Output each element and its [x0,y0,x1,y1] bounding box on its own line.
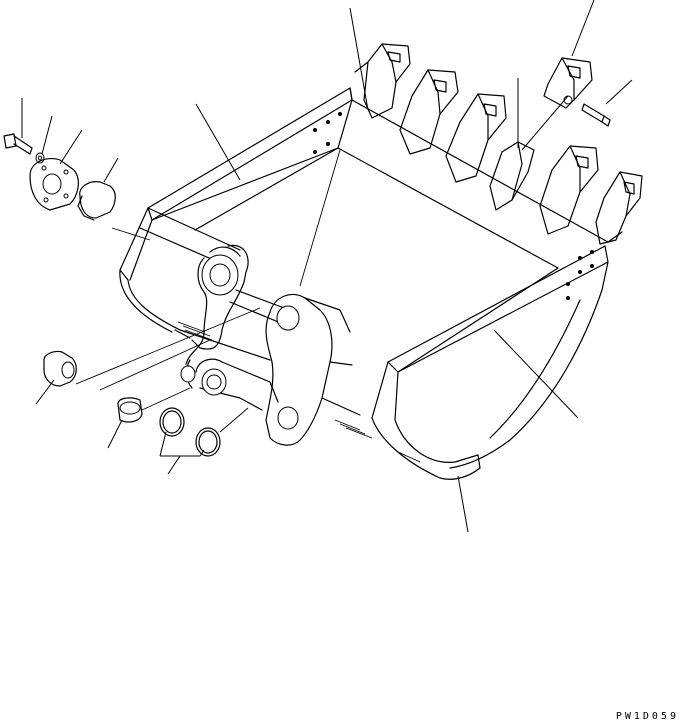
tooth-6 [595,171,643,245]
tooth-5 [539,145,599,235]
tooth-4 [489,141,535,211]
tooth-2 [399,69,459,155]
exploded-tooth [543,57,593,109]
tooth-3 [445,93,507,183]
tooth-pin [581,103,611,127]
washer [35,152,45,164]
bucket-teeth [354,43,643,245]
bucket-body [119,87,623,480]
collar-plate [29,157,79,211]
shim [77,181,116,221]
drawing-code: PW1D059 [615,711,679,722]
tooth-1 [354,43,411,119]
o-rings [159,407,221,457]
loose-parts [3,133,341,457]
pin-boss-holes [180,254,300,430]
bolt [3,133,33,155]
bushing [43,350,77,387]
side-plate-holes [313,112,594,300]
leader-lines [21,0,633,533]
spacer [117,397,143,423]
